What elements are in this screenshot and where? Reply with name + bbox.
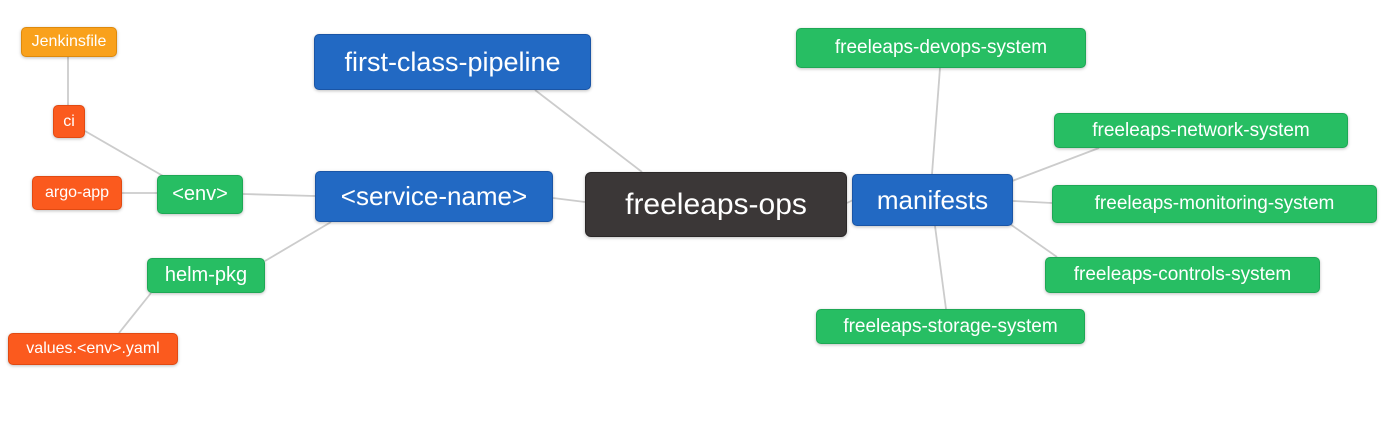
edge-manifests-network <box>1011 147 1100 182</box>
node-values-env-yaml[interactable]: values.<env>.yaml <box>8 333 178 365</box>
node-freeleaps-monitoring-system[interactable]: freeleaps-monitoring-system <box>1052 185 1377 223</box>
node-helm-pkg[interactable]: helm-pkg <box>147 258 265 293</box>
edge-helm-pkg-values <box>118 292 152 334</box>
node-freeleaps-ops-root[interactable]: freeleaps-ops <box>585 172 847 237</box>
edge-pipeline-freeleaps-ops <box>534 89 643 173</box>
node-ci[interactable]: ci <box>53 105 85 138</box>
node-jenkinsfile[interactable]: Jenkinsfile <box>21 27 117 57</box>
node-manifests[interactable]: manifests <box>852 174 1013 226</box>
node-first-class-pipeline[interactable]: first-class-pipeline <box>314 34 591 90</box>
node-freeleaps-devops-system[interactable]: freeleaps-devops-system <box>796 28 1086 68</box>
node-argo-app[interactable]: argo-app <box>32 176 122 210</box>
node-freeleaps-storage-system[interactable]: freeleaps-storage-system <box>816 309 1085 344</box>
edge-manifests-storage <box>934 225 947 310</box>
edge-manifests-monitoring <box>1012 200 1053 204</box>
edge-manifests-controls <box>1009 223 1058 258</box>
edge-env-service-name <box>242 193 316 197</box>
edge-service-name-helm-pkg <box>264 221 332 262</box>
node-env[interactable]: <env> <box>157 175 243 214</box>
node-freeleaps-controls-system[interactable]: freeleaps-controls-system <box>1045 257 1320 293</box>
node-freeleaps-network-system[interactable]: freeleaps-network-system <box>1054 113 1348 148</box>
node-service-name[interactable]: <service-name> <box>315 171 553 222</box>
edge-manifests-devops <box>931 67 941 175</box>
edge-service-name-freeleaps-ops <box>552 197 586 203</box>
edge-ci-env <box>84 130 164 177</box>
